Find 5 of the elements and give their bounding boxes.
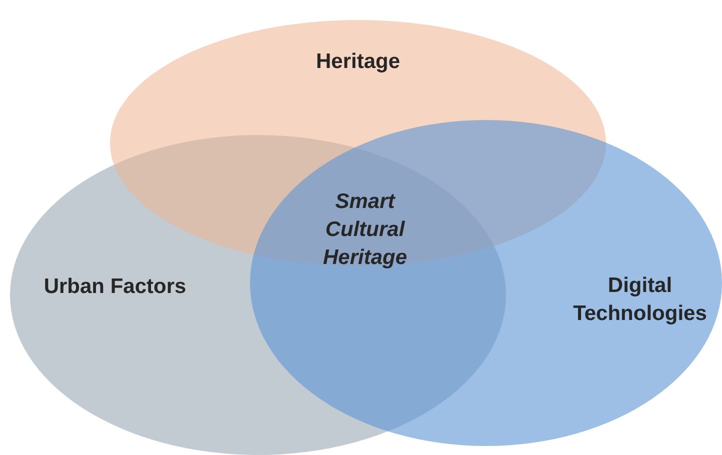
- set-label: Urban Factors: [42, 274, 188, 300]
- set-label: Digital Technologies: [572, 273, 708, 327]
- set-label: Heritage: [314, 49, 402, 75]
- intersection-label: Smart Cultural Heritage: [322, 189, 408, 271]
- venn-ellipse: [250, 120, 722, 446]
